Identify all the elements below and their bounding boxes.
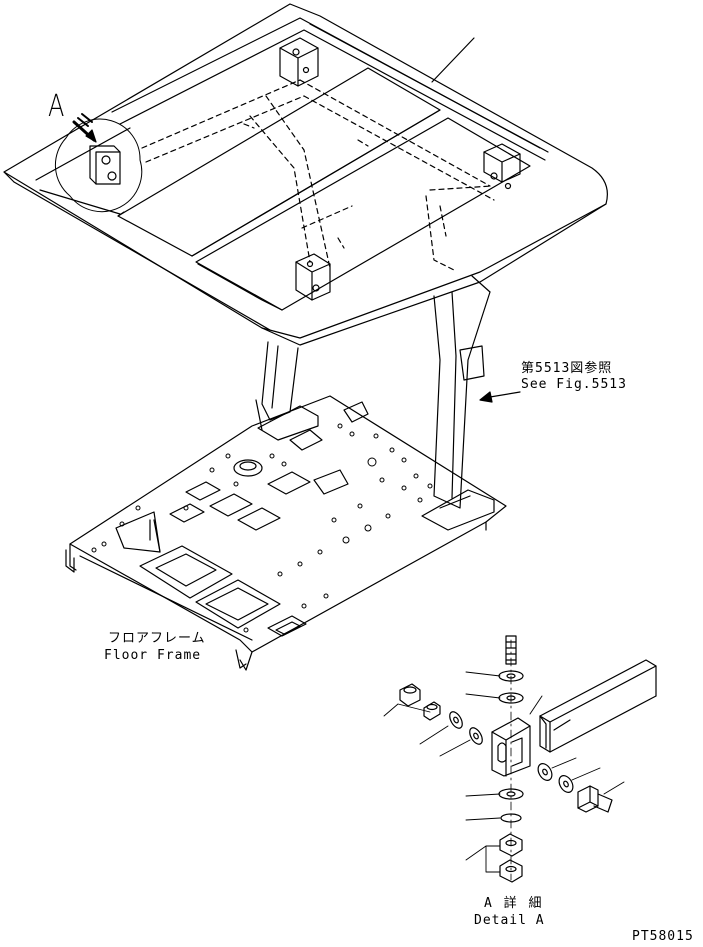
nut-bottom-2 [499,859,523,883]
floor-frame [65,395,507,671]
floor-frame-label-ja: フロアフレーム [108,631,206,646]
reference-label-ja: 第5513図参照 [521,361,613,376]
stud-bolt [505,635,517,665]
floor-holes [91,423,433,633]
hex-bolt [577,785,599,813]
bracket [491,717,531,777]
nut-left [399,683,421,707]
hidden-frame-lines [141,79,495,271]
detail-a-callout [54,113,143,213]
canopy-posts [255,275,521,509]
nut-bottom-1 [499,833,523,857]
detail-title-en: Detail A [474,913,545,928]
detail-title-ja: A 詳 細 [484,896,544,911]
canopy-roof [3,3,608,346]
detail-marker-label: A [48,89,65,124]
square-tube [539,659,657,723]
detail-a-exploded [383,635,657,883]
figure-code: PT58015 [632,929,694,944]
floor-frame-label-en: Floor Frame [104,648,202,663]
reference-label-en: See Fig.5513 [521,377,627,392]
